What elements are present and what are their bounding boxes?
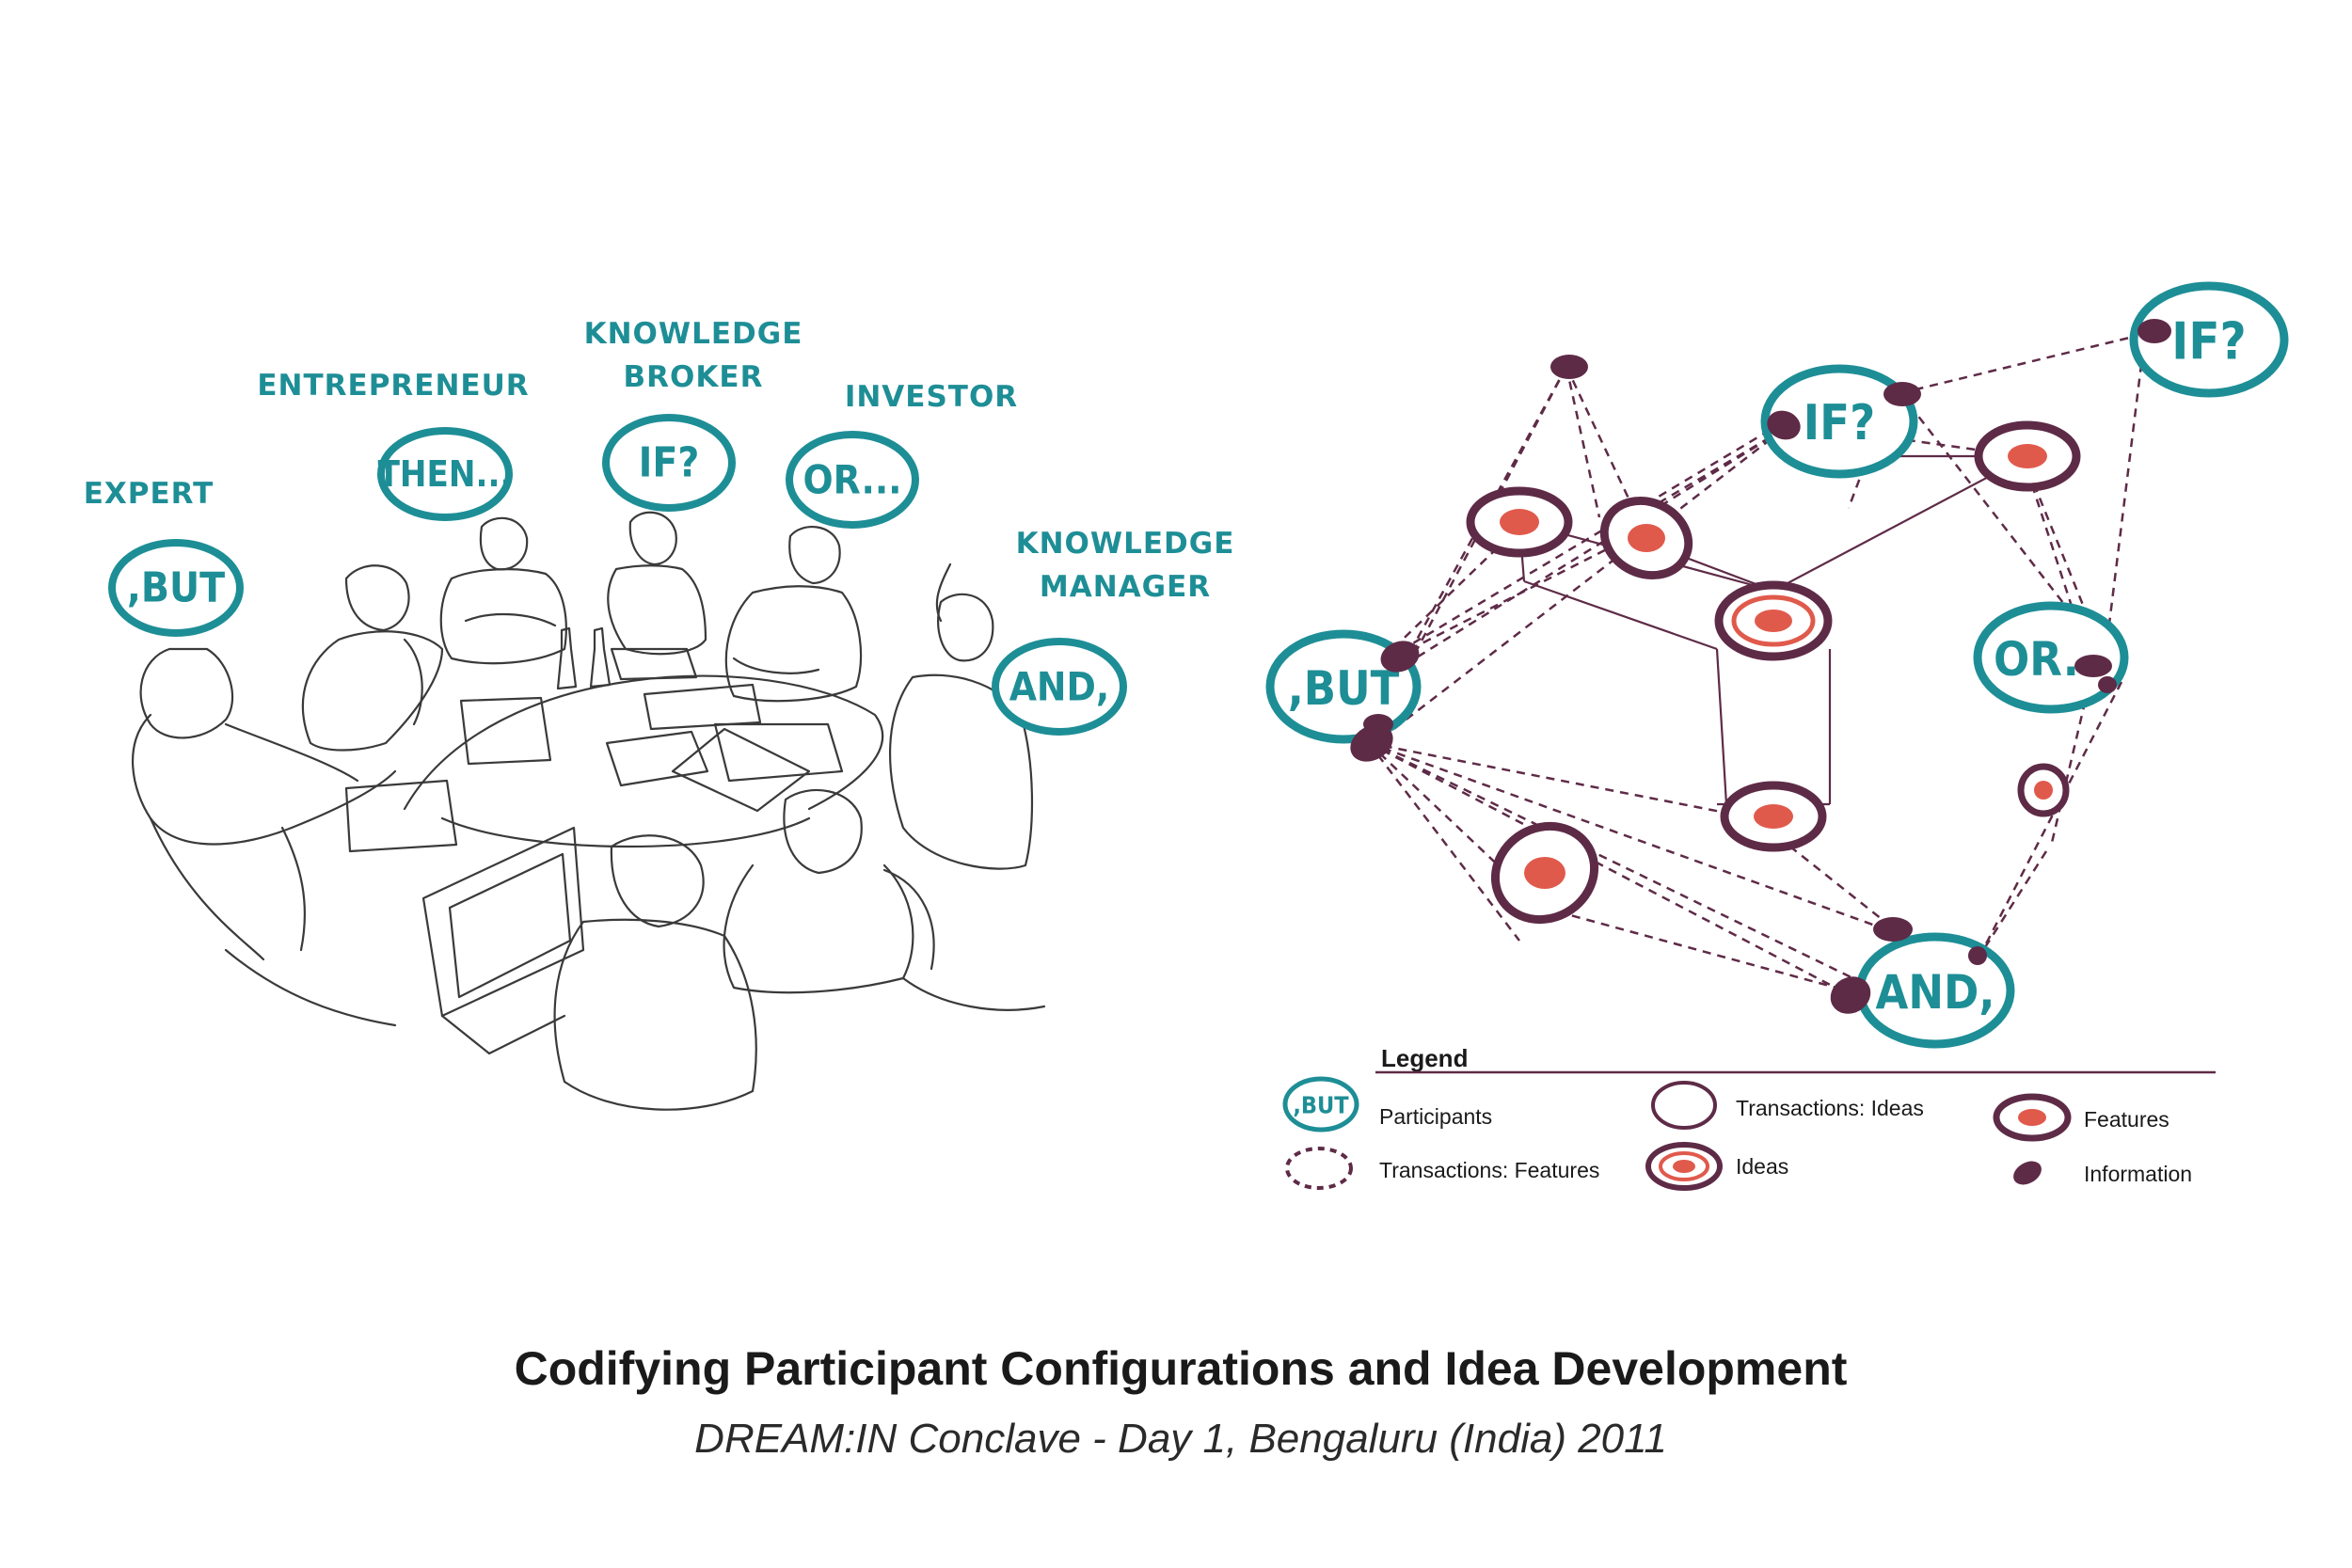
role-bubble-expert-text: ,BUT [127, 564, 225, 612]
legend-information-label: Information [2084, 1162, 2192, 1186]
role-bubble-knowledge-broker-text: IF? [639, 439, 700, 487]
network-participant-if-right: IF? [2129, 281, 2289, 398]
role-label-knowledge-manager-line2: MANAGER [1040, 570, 1211, 604]
legend-features-symbol [1993, 1093, 2072, 1142]
idea-node [1714, 580, 1833, 661]
network-participant-if-center: IF? [1760, 364, 1918, 479]
role-bubble-knowledge-broker: IF? [602, 414, 736, 512]
role-label-knowledge-manager-line1: KNOWLEDGE [1016, 527, 1235, 561]
legend-transactions-features-label: Transactions: Features [1379, 1158, 1599, 1182]
feature-node [2017, 763, 2070, 817]
figure-title: Codifying Participant Configurations and… [515, 1342, 1848, 1395]
legend-ideas-label: Ideas [1736, 1154, 1788, 1179]
network-participant-but-text: ,BUT [1288, 661, 1400, 716]
feature-node [1720, 781, 1827, 852]
network-participant-or: OR.. [1973, 601, 2129, 714]
legend-participants-label: Participants [1379, 1104, 1492, 1129]
network-participant-and: AND, [1855, 932, 2015, 1049]
legend: Legend ,BUT Participants Transactions: F… [1282, 1044, 2216, 1191]
network-participant-and-text: AND, [1876, 965, 1995, 1020]
network-participant-but: ,BUT [1265, 629, 1422, 744]
feature-transaction-lines [1367, 332, 2147, 999]
legend-transactions-ideas-symbol [1651, 1081, 1717, 1130]
feature-node [1466, 486, 1573, 558]
meeting-sketch [132, 511, 1046, 1111]
role-label-knowledge-broker-line1: KNOWLEDGE [584, 317, 803, 351]
legend-transactions-features-symbol [1285, 1147, 1353, 1190]
role-label-expert: EXPERT [84, 477, 215, 511]
legend-transactions-ideas-label: Transactions: Ideas [1736, 1096, 1924, 1120]
legend-participants-sample: ,BUT [1293, 1092, 1349, 1119]
feature-node [1974, 420, 2081, 492]
role-bubble-investor: OR... [786, 431, 919, 529]
role-label-knowledge-broker-line2: BROKER [624, 360, 764, 394]
role-bubble-investor-text: OR... [803, 457, 901, 503]
information-dots [1350, 319, 2171, 1014]
role-bubble-knowledge-manager-text: AND, [1009, 664, 1110, 710]
legend-ideas-symbol [1645, 1142, 1723, 1191]
feature-node [1490, 821, 1599, 925]
role-label-investor: INVESTOR [845, 380, 1018, 414]
role-bubble-expert: ,BUT [108, 539, 244, 637]
legend-features-label: Features [2084, 1107, 2169, 1132]
role-bubble-knowledge-manager: AND, [992, 638, 1127, 736]
network-participant-if-center-text: IF? [1804, 395, 1876, 451]
role-bubble-entrepreneur: THEN... [377, 427, 513, 521]
legend-information-symbol [2013, 1161, 2042, 1185]
legend-title: Legend [1381, 1044, 1468, 1072]
figure-subtitle: DREAM:IN Conclave - Day 1, Bengaluru (In… [694, 1416, 1667, 1462]
role-bubble-entrepreneur-text: THEN... [378, 453, 513, 495]
network-diagram: ,BUT IF? IF? OR.. AND, [1265, 281, 2289, 1049]
legend-participants-symbol: ,BUT [1282, 1076, 1359, 1132]
feature-node [1599, 496, 1693, 580]
network-participant-if-right-text: IF? [2171, 312, 2246, 372]
role-label-entrepreneur: ENTREPRENEUR [257, 369, 529, 403]
